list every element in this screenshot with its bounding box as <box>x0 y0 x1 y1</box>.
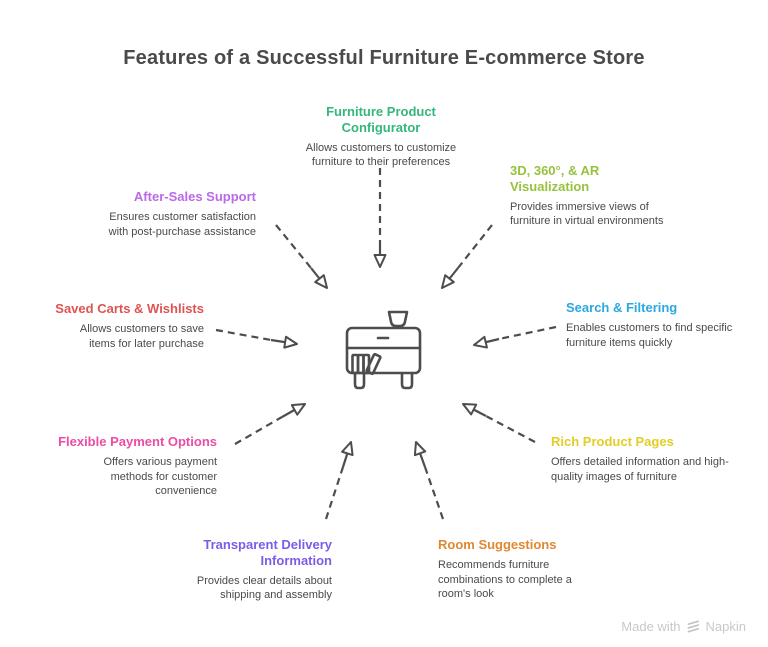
feature-title: After-Sales Support <box>133 189 256 204</box>
feature-description: Provides clear details about shipping an… <box>196 574 332 602</box>
feature-description: Enables customers to find specific furni… <box>566 321 733 349</box>
arrow-search-filtering <box>473 325 557 349</box>
page-title: Features of a Successful Furniture E-com… <box>123 47 645 69</box>
watermark-text: Made with <box>621 619 681 634</box>
feature-title: Saved Carts & Wishlists <box>55 301 204 316</box>
feature-block-flexible-payment-options: Flexible Payment Options Offers various … <box>47 434 217 499</box>
cabinet-body <box>345 326 422 375</box>
feature-description: Offers detailed information and high-qua… <box>551 455 729 483</box>
feature-title: Room Suggestions <box>438 537 557 552</box>
cabinet-leg-left <box>353 371 366 390</box>
feature-title: Search & Filtering <box>566 300 678 315</box>
feature-description: Ensures customer satisfaction with post-… <box>108 210 256 238</box>
feature-description: Provides immersive views of furniture in… <box>510 200 664 228</box>
feature-block-furniture-product-configurator: Furniture Product Configurator Allows cu… <box>281 104 481 170</box>
feature-block-ar-visualization: 3D, 360°, & AR Visualization Provides im… <box>510 163 668 229</box>
napkin-logo-icon <box>687 620 699 633</box>
feature-title: Flexible Payment Options <box>58 434 217 449</box>
arrow-rich-product-pages <box>462 403 536 443</box>
feature-block-transparent-delivery-information: Transparent Delivery Information Provide… <box>170 537 332 603</box>
watermark-brand: Napkin <box>705 619 746 634</box>
feature-block-rich-product-pages: Rich Product Pages Offers detailed infor… <box>551 434 741 484</box>
feature-description: Offers various payment methods for custo… <box>103 455 217 498</box>
feature-description: Recommends furniture combinations to com… <box>438 558 572 601</box>
feature-block-search-filtering: Search & Filtering Enables customers to … <box>566 300 738 350</box>
feature-block-saved-carts-wishlists: Saved Carts & Wishlists Allows customers… <box>54 301 204 351</box>
arrow-flexible-payment-options <box>234 403 306 445</box>
feature-block-after-sales-support: After-Sales Support Ensures customer sat… <box>86 189 256 239</box>
cabinet-leg-right <box>400 371 414 390</box>
arrow-ar-visualization <box>441 224 493 289</box>
arrow-saved-carts-wishlists <box>215 328 298 349</box>
furniture-cabinet-icon <box>345 310 422 390</box>
plant-pot <box>387 310 409 328</box>
feature-description: Allows customers to customize furniture … <box>305 141 457 169</box>
feature-description: Allows customers to save items for later… <box>79 322 204 350</box>
feature-title: 3D, 360°, & AR Visualization <box>510 163 600 194</box>
arrow-transparent-delivery-information <box>324 441 354 520</box>
feature-title: Rich Product Pages <box>551 434 674 449</box>
feature-title: Transparent Delivery Information <box>203 537 332 568</box>
watermark: Made with Napkin <box>621 619 746 634</box>
feature-block-room-suggestions: Room Suggestions Recommends furniture co… <box>438 537 600 602</box>
feature-title: Furniture Product Configurator <box>326 104 436 135</box>
arrow-after-sales-support <box>275 224 328 289</box>
leaning-book <box>365 352 382 376</box>
arrow-room-suggestions <box>413 441 445 520</box>
